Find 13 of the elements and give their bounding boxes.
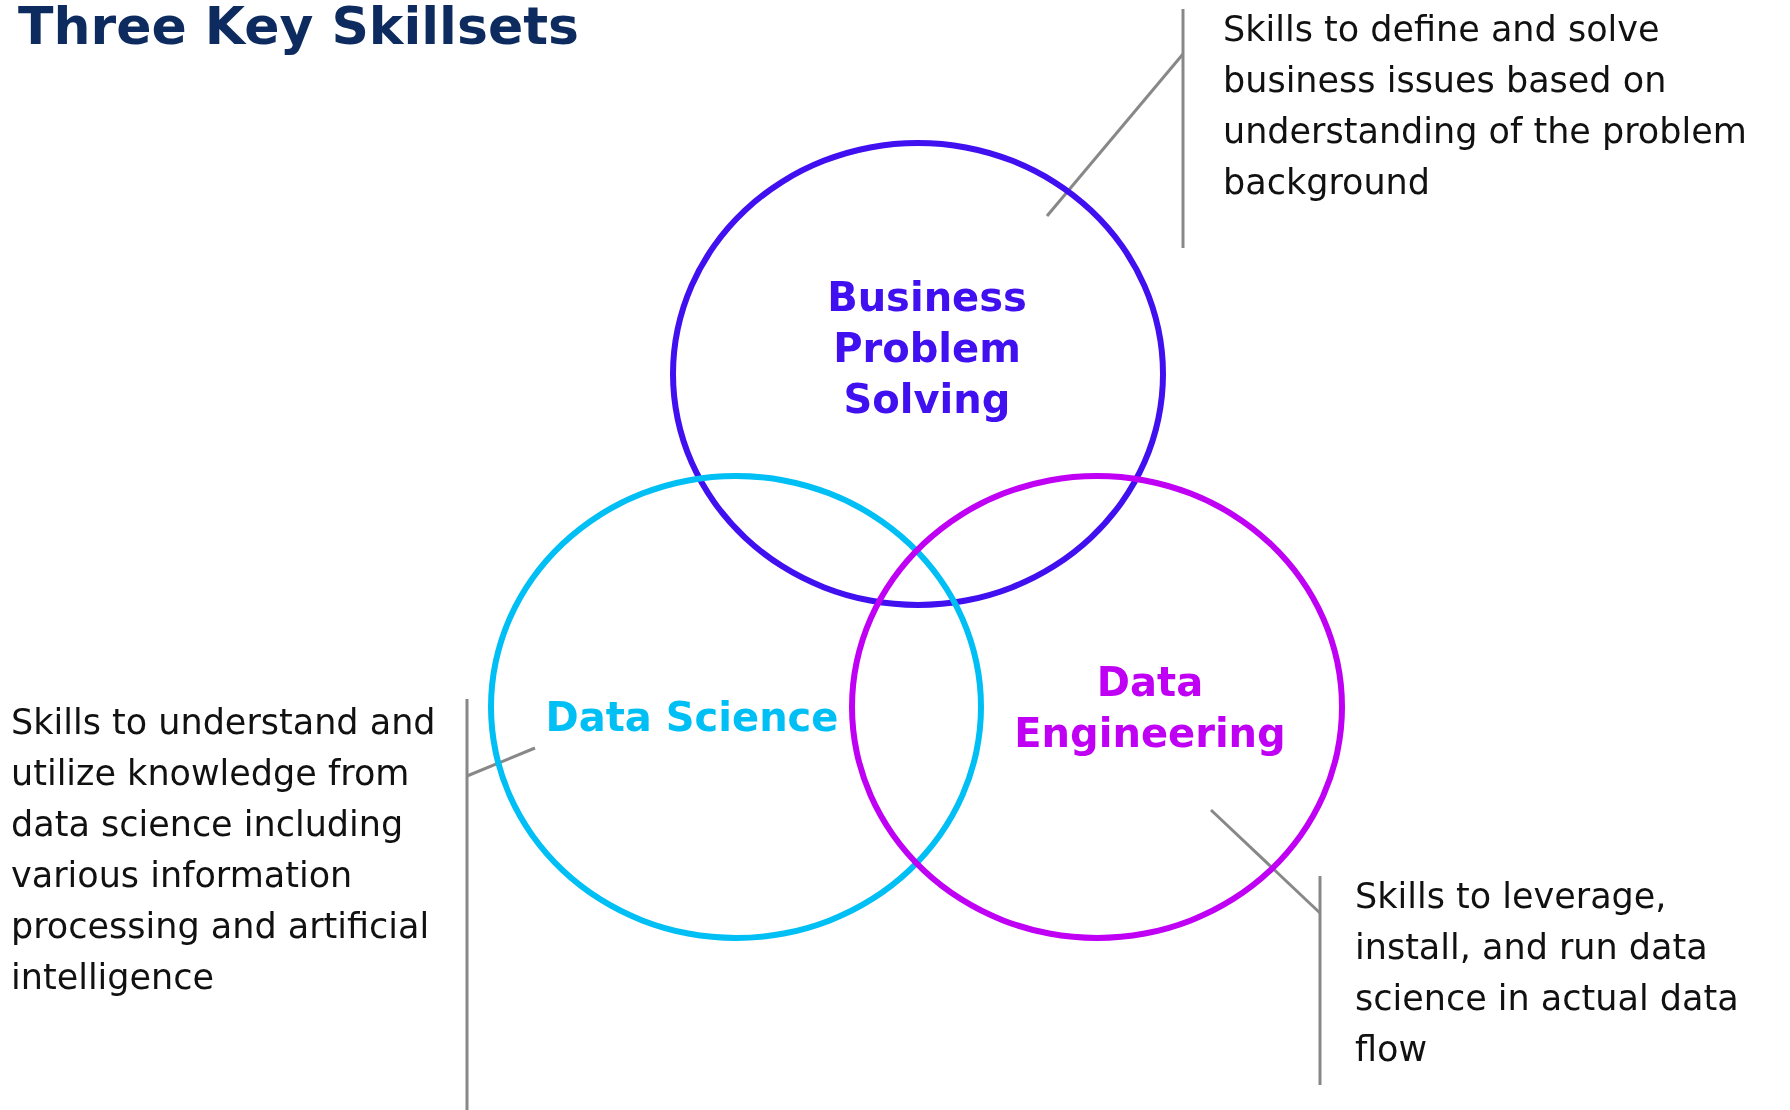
description-text: Skills to leverage, install, and run data science in actual data flow xyxy=(1355,871,1787,1075)
venn-circle xyxy=(849,473,1345,941)
circle-label: Data Science xyxy=(544,692,840,742)
description-text: Skills to understand and utilize knowledge from data science including various information processing and artificial intelligence xyxy=(11,697,461,1003)
leader-line xyxy=(1045,53,1185,217)
diagram-title: Three Key Skillsets xyxy=(18,0,579,56)
description-text: Skills to define and solve business issues based on understanding of the problem background xyxy=(1223,4,1783,208)
venn-circle xyxy=(488,473,984,941)
circle-label: Business Problem Solving xyxy=(826,272,1028,424)
circle-label: Data Engineering xyxy=(1013,658,1287,758)
leader-line xyxy=(1209,808,1322,915)
venn-circle xyxy=(670,140,1166,608)
leader-line xyxy=(466,746,536,778)
